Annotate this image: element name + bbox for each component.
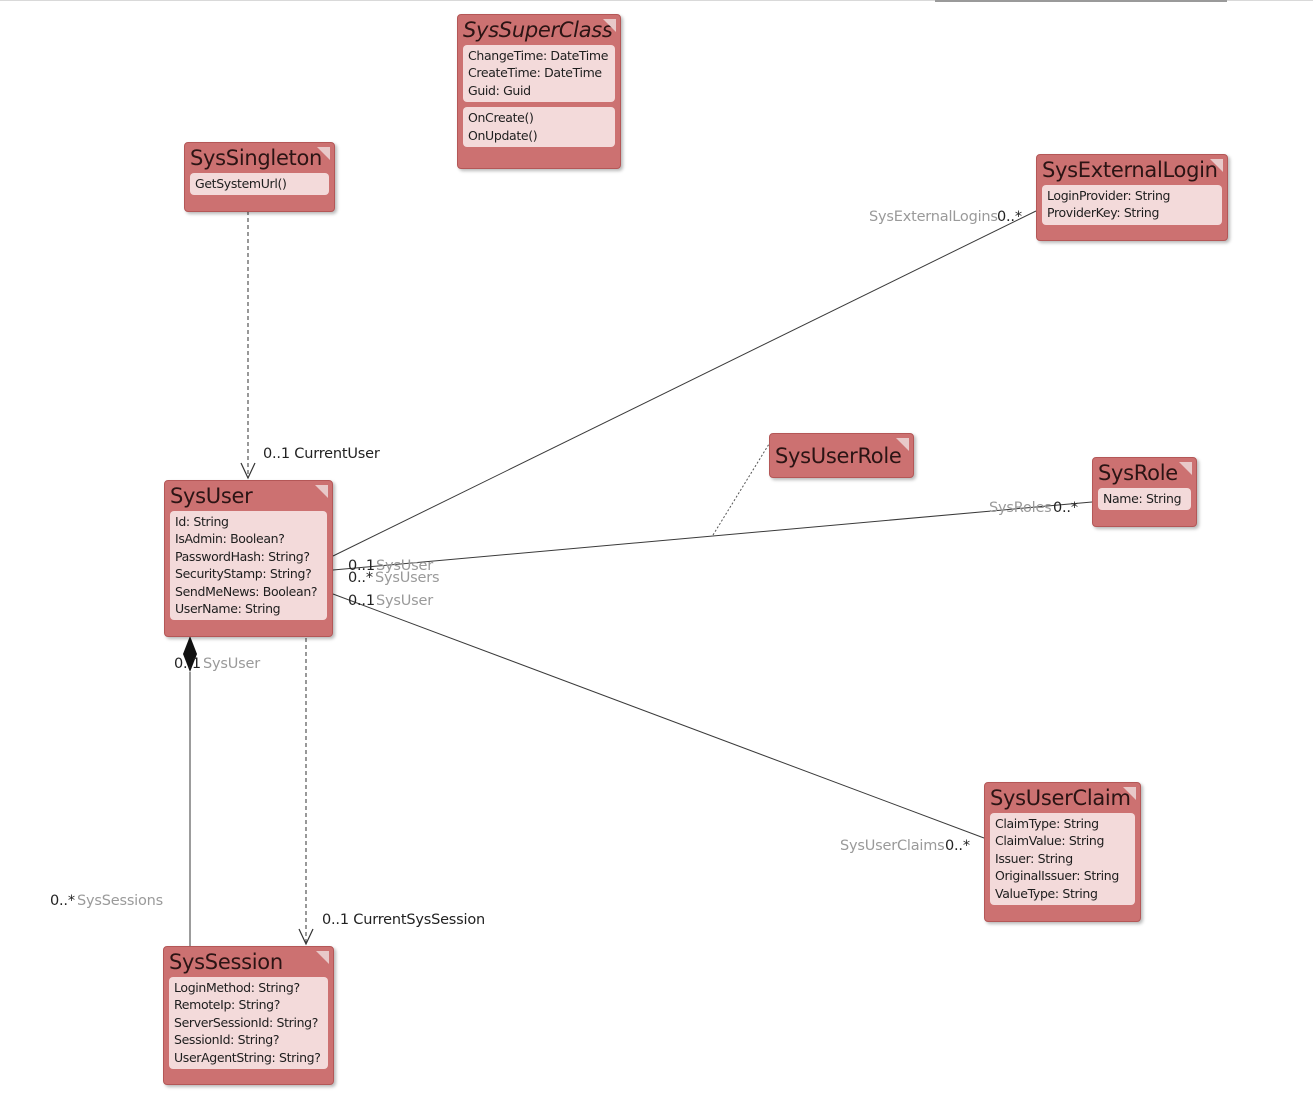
attribute: Id: String <box>175 514 229 529</box>
mult-sys-user-claims: 0..* <box>945 838 970 854</box>
attributes-compartment: Id: String IsAdmin: Boolean? PasswordHas… <box>170 511 327 621</box>
operation: GetSystemUrl() <box>195 176 287 191</box>
attribute: Issuer: String <box>995 850 1073 866</box>
attribute: RemoteIp: String? <box>174 997 281 1013</box>
collapse-corner-icon[interactable] <box>603 19 616 32</box>
attribute: ValueType: String <box>995 885 1098 901</box>
attribute: SecurityStamp: String? <box>175 566 312 582</box>
attribute: UserAgentString: String? <box>174 1049 321 1065</box>
attribute: Name: String <box>1103 491 1182 506</box>
attributes-compartment: ChangeTime: DateTime CreateTime: DateTim… <box>463 45 615 103</box>
class-sys-user-claim[interactable]: SysUserClaim ClaimType: String ClaimValu… <box>984 782 1141 922</box>
attribute: SessionId: String? <box>174 1032 280 1048</box>
arrowhead-current-user <box>240 462 256 480</box>
mult-composition-user: 0..1 <box>174 656 201 672</box>
mult-sys-user-a: 0..1 <box>348 558 375 574</box>
attribute: LoginProvider: String <box>1047 188 1171 203</box>
attribute: ProviderKey: String <box>1047 205 1160 221</box>
attributes-compartment: ClaimType: String ClaimValue: String Iss… <box>990 813 1135 906</box>
collapse-corner-icon[interactable] <box>315 485 328 498</box>
mult-sys-user-b: 0..1 <box>348 593 375 609</box>
attribute: OriginalIssuer: String <box>995 868 1119 884</box>
arrowhead-current-session <box>298 928 314 946</box>
operation: OnUpdate() <box>468 127 538 143</box>
mult-sys-roles: 0..* <box>1053 500 1078 516</box>
class-sys-external-login[interactable]: SysExternalLogin LoginProvider: String P… <box>1036 154 1228 241</box>
label-current-sys-session: 0..1 CurrentSysSession <box>322 912 486 928</box>
role-sys-users: SysUsers <box>375 570 440 586</box>
collapse-corner-icon[interactable] <box>317 147 330 160</box>
attributes-compartment: LoginProvider: String ProviderKey: Strin… <box>1042 185 1222 225</box>
class-name: SysSingleton <box>190 146 323 170</box>
attribute: PasswordHash: String? <box>175 548 310 564</box>
association-external-logins[interactable] <box>332 210 1037 557</box>
operations-compartment: OnCreate() OnUpdate() <box>463 107 615 148</box>
class-name: SysSession <box>169 950 283 974</box>
collapse-corner-icon[interactable] <box>1210 159 1223 172</box>
class-name: SysRole <box>1098 461 1178 485</box>
attribute: Guid: Guid <box>468 82 531 98</box>
attributes-compartment: Name: String <box>1098 488 1191 511</box>
association-user-claims[interactable] <box>332 593 985 839</box>
collapse-corner-icon[interactable] <box>1179 462 1192 475</box>
class-sys-singleton[interactable]: SysSingleton GetSystemUrl() <box>184 142 335 212</box>
association-roles[interactable] <box>332 501 1093 571</box>
collapse-corner-icon[interactable] <box>896 438 909 451</box>
class-name: SysExternalLogin <box>1042 158 1218 182</box>
mult-sys-sessions: 0..* <box>50 893 75 909</box>
class-sys-user[interactable]: SysUser Id: String IsAdmin: Boolean? Pas… <box>164 480 333 637</box>
role-sys-sessions: SysSessions <box>77 893 164 909</box>
class-name: SysUser <box>170 484 253 508</box>
class-sys-user-role[interactable]: SysUserRole <box>769 433 914 478</box>
attributes-compartment: LoginMethod: String? RemoteIp: String? S… <box>169 977 328 1070</box>
mult-sys-external-logins: 0..* <box>997 209 1022 225</box>
collapse-corner-icon[interactable] <box>1123 787 1136 800</box>
attribute: ClaimType: String <box>995 816 1099 831</box>
attribute: UserName: String <box>175 601 281 617</box>
class-sys-session[interactable]: SysSession LoginMethod: String? RemoteIp… <box>163 946 334 1085</box>
top-border <box>0 0 1313 1</box>
composition-diamond <box>183 636 197 672</box>
class-sys-role[interactable]: SysRole Name: String <box>1092 457 1197 527</box>
attribute: ChangeTime: DateTime <box>468 48 609 63</box>
class-name: SysSuperClass <box>463 18 613 42</box>
class-sys-super-class[interactable]: SysSuperClass ChangeTime: DateTime Creat… <box>457 14 621 169</box>
role-sys-user-b: SysUser <box>376 593 433 609</box>
attribute: LoginMethod: String? <box>174 980 300 995</box>
role-composition-user: SysUser <box>203 656 260 672</box>
top-scroll-indicator <box>935 0 1227 2</box>
class-name: SysUserRole <box>775 444 902 468</box>
label-current-user: 0..1 CurrentUser <box>263 446 380 462</box>
role-sys-roles: SysRoles <box>989 500 1052 516</box>
collapse-corner-icon[interactable] <box>316 951 329 964</box>
operation: OnCreate() <box>468 110 534 126</box>
operations-compartment: GetSystemUrl() <box>190 173 329 196</box>
attribute: ServerSessionId: String? <box>174 1014 319 1030</box>
association-class-link <box>712 443 770 536</box>
attribute: ClaimValue: String <box>995 833 1105 849</box>
class-name: SysUserClaim <box>990 786 1131 810</box>
role-sys-user-a: SysUser <box>376 558 433 574</box>
role-sys-external-logins: SysExternalLogins <box>869 209 998 225</box>
attribute: IsAdmin: Boolean? <box>175 531 285 547</box>
attribute: SendMeNews: Boolean? <box>175 583 318 599</box>
mult-sys-users: 0..* <box>348 570 373 586</box>
role-sys-user-claims: SysUserClaims <box>840 838 945 854</box>
attribute: CreateTime: DateTime <box>468 65 602 81</box>
